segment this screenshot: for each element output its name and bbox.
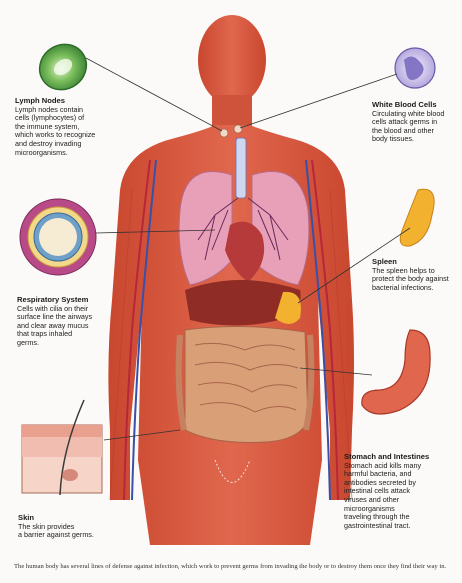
stomach-intestines-label: Stomach and Intestines Stomach acid kill… (344, 453, 458, 530)
spleen-label: Spleen The spleen helps to protect the b… (372, 258, 460, 292)
spleen-icon (400, 189, 434, 246)
spleen-line-3: bacterial infections. (372, 284, 460, 293)
respiratory-system-line-5: germs. (17, 339, 127, 348)
skin-label: Skin The skin provides a barrier against… (18, 514, 128, 540)
trachea (236, 138, 246, 198)
stomach-icon (362, 330, 430, 414)
respiratory-system-label: Respiratory System Cells with cilia on t… (17, 296, 127, 348)
lymph-cell-icon (31, 35, 96, 99)
intestines (179, 326, 312, 442)
lymph-nodes-line-6: microorganisms. (15, 149, 135, 158)
skin-line-2: a barrier against germs. (18, 531, 128, 540)
white-blood-cell-icon (395, 48, 435, 88)
stomach-intestines-line-8: gastrointestinal tract. (344, 522, 458, 531)
airway-cross-section-icon (20, 199, 96, 275)
skin-section-icon (22, 400, 102, 495)
white-blood-cells-line-4: body tissues. (372, 135, 460, 144)
white-blood-cells-label: White Blood Cells Circulating white bloo… (372, 101, 460, 144)
figure-caption: The human body has several lines of defe… (14, 563, 454, 571)
lymph-nodes-label: Lymph Nodes Lymph nodes contain cells (l… (15, 97, 135, 157)
